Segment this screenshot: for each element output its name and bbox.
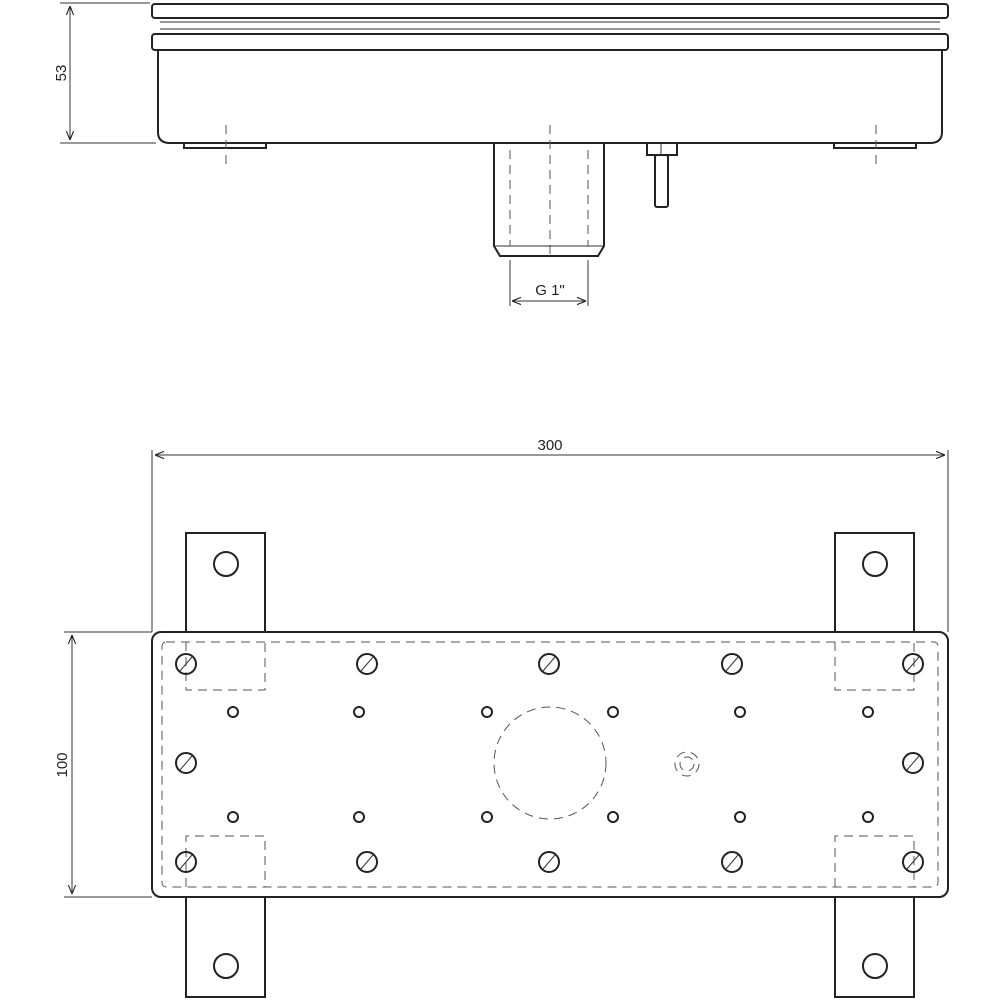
top-view: 300 100 (54, 437, 949, 998)
foot-right (833, 142, 917, 149)
tab-hole (213, 551, 239, 577)
small-hole (481, 811, 493, 823)
dimension-thread-label: G 1" (535, 282, 565, 299)
dimension-depth-label: 100 (54, 752, 71, 777)
dimension-height-label: 53 (53, 65, 70, 82)
mounting-tab-top-right (834, 532, 915, 634)
bolt-shaft (654, 154, 669, 208)
outlet-hidden-outline (493, 706, 607, 820)
small-hole (607, 706, 619, 718)
screw (356, 851, 378, 873)
small-hole (353, 811, 365, 823)
screws (175, 653, 924, 873)
side-view: 53 G 1" (53, 2, 949, 306)
mounting-tab-bottom-left (185, 896, 266, 998)
screw (356, 653, 378, 675)
small-hole (862, 811, 874, 823)
small-hole (227, 811, 239, 823)
tab-hole (213, 953, 239, 979)
bolt-nut (646, 142, 678, 156)
mounting-tab-bottom-right (834, 896, 915, 998)
small-hole (734, 811, 746, 823)
screw (902, 752, 924, 774)
screw (175, 653, 197, 675)
screw (538, 653, 560, 675)
screw (902, 851, 924, 873)
small-hole (227, 706, 239, 718)
dimension-width-label: 300 (537, 437, 562, 454)
tab-hole (862, 953, 888, 979)
small-hole (353, 706, 365, 718)
tab-hole (862, 551, 888, 577)
screw (721, 653, 743, 675)
top-rim (151, 3, 949, 19)
mounting-tab-top-left (185, 532, 266, 634)
small-hole (607, 811, 619, 823)
screw (902, 653, 924, 675)
small-holes (227, 706, 874, 823)
small-hole (734, 706, 746, 718)
bolt-hidden-outline (674, 751, 700, 777)
screw (538, 851, 560, 873)
screw (175, 851, 197, 873)
cover-plate (151, 631, 949, 898)
screw (175, 752, 197, 774)
screw (721, 851, 743, 873)
small-hole (862, 706, 874, 718)
foot-left (183, 142, 267, 149)
small-hole (481, 706, 493, 718)
outlet-pipe (493, 143, 605, 257)
second-rim (151, 33, 949, 51)
